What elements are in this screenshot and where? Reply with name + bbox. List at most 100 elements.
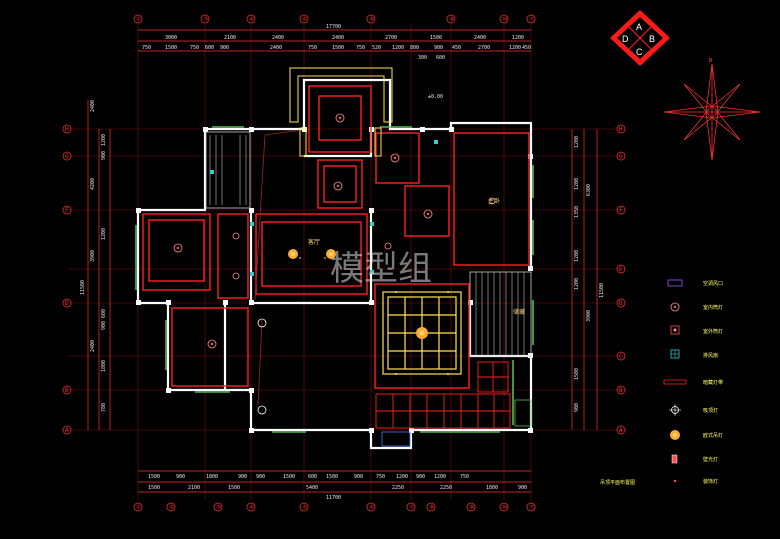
dim-text: 2400 — [474, 35, 486, 41]
legend-label: 暗藏灯带 — [703, 379, 723, 386]
legend-label: 排风扇 — [703, 352, 718, 359]
axis-label: ⑧ — [429, 504, 434, 511]
axis-label: ③ — [216, 504, 221, 511]
dim-text: 900 — [220, 45, 229, 51]
logo-letter: C — [636, 47, 643, 57]
north-label: N — [709, 58, 712, 64]
light-strip-icon — [663, 379, 687, 385]
stair-frame — [205, 131, 251, 209]
logo-letter: A — [636, 22, 642, 32]
legend-label: 室外筒灯 — [703, 328, 723, 335]
dim-text: 2400 — [270, 45, 282, 51]
dim-text: 1500 — [228, 485, 240, 491]
dim-text: 1200 — [574, 178, 580, 190]
bottom-dimension-text: 1500 900 1800 900 900 1500 600 1500 900 … — [148, 474, 527, 501]
dim-text: 1500 — [332, 45, 344, 51]
axis-label: ⑦ — [409, 504, 414, 511]
dim-text: 450 — [452, 45, 461, 51]
dim-text: 750 — [460, 474, 469, 480]
dim-text: 2700 — [478, 45, 490, 51]
dim-text: 600 — [205, 45, 214, 51]
room-label: 主卧 — [488, 197, 500, 205]
legend: 空调风口 室内筒灯 室外筒灯 排风扇 暗藏灯带 吸顶灯 欧式吊灯 壁光灯 装饰灯 — [663, 279, 723, 485]
left-axis-bubbles: H G F D B A — [62, 124, 72, 435]
ceiling-light-icon — [669, 404, 681, 416]
dim-text: 2250 — [392, 485, 404, 491]
axis-label: D — [65, 300, 69, 307]
dim-text: 1500 — [165, 45, 177, 51]
vent-icon — [667, 279, 683, 287]
downlight-icon — [670, 302, 680, 312]
dim-text: 900 — [434, 45, 443, 51]
axis-label: ① — [136, 16, 141, 23]
dim-text: 3900 — [90, 250, 96, 262]
dim-text: 2400 — [90, 340, 96, 352]
dim-text: 1800 — [101, 360, 107, 372]
dim-total: 11500 — [599, 283, 605, 298]
axis-label: F — [619, 207, 623, 214]
door-swing — [381, 431, 411, 447]
dim-text: 4200 — [90, 178, 96, 190]
dim-text: 1200 — [392, 45, 404, 51]
dim-text: 750 — [308, 45, 317, 51]
dim-text: 600 — [308, 474, 317, 480]
axis-label: H — [65, 126, 69, 133]
axis-label: ③ — [203, 16, 208, 23]
dim-text: 1200 — [396, 474, 408, 480]
axis-label: ⑨ — [469, 504, 474, 511]
axis-label: ⑥ — [369, 504, 374, 511]
dim-text: 900 — [518, 485, 527, 491]
dim-text: 900 — [238, 474, 247, 480]
legend-label: 空调风口 — [703, 280, 723, 287]
top-axis-bubbles: ① ③ ④ ⑥ ⑧ ⑨ ⑩ ⑪ — [133, 14, 536, 24]
dim-text: 900 — [354, 474, 363, 480]
axis-label: ⑧ — [369, 16, 374, 23]
dim-text: 5400 — [306, 485, 318, 491]
axis-label: ② — [169, 504, 174, 511]
dim-text: 2400 — [272, 35, 284, 41]
dim-text: 750 — [376, 474, 385, 480]
room-label: 储藏 — [513, 308, 525, 316]
dim-text: 1800 — [206, 474, 218, 480]
dim-text: 1500 — [430, 35, 442, 41]
dim-total: 11500 — [80, 280, 86, 295]
dim-text: 1500 — [148, 485, 160, 491]
porch-ceiling — [375, 361, 511, 429]
dim-text: 1200 — [509, 45, 521, 51]
dim-text: 900 — [256, 474, 265, 480]
axis-label: B — [65, 387, 69, 394]
dim-text: 900 — [416, 474, 425, 480]
dim-text: 2700 — [385, 35, 397, 41]
dim-text: 750 — [190, 45, 199, 51]
right-dimension-text: 1200 1200 1350 1200 1200 3900 1500 900 6… — [574, 136, 605, 412]
legend-label: 壁光灯 — [703, 456, 718, 463]
dim-text: 900 — [101, 321, 107, 330]
watermark: 模型组 — [330, 249, 432, 289]
dim-text: 3000 — [165, 35, 177, 41]
legend-label: 室内筒灯 — [703, 304, 723, 311]
dim-text: 1500 — [326, 474, 338, 480]
dim-text: 1800 — [486, 485, 498, 491]
axis-label: ⑩ — [502, 504, 507, 511]
dim-total: 11700 — [326, 495, 341, 501]
axis-label: ⑩ — [502, 16, 507, 23]
top-dimension-text: 17700 3000 2100 2400 2400 2700 1500 2400… — [142, 24, 531, 61]
dim-text: 750 — [356, 45, 365, 51]
logo-letter: D — [622, 34, 629, 44]
drawing-title: 吊顶平面布置图 — [600, 479, 635, 486]
dim-text: 2400 — [332, 35, 344, 41]
chandelier-icon — [670, 430, 680, 440]
dim-text: 450 — [522, 45, 531, 51]
axis-label: ① — [136, 504, 141, 511]
balcony-frame — [469, 271, 532, 357]
axis-label: ④ — [249, 504, 254, 511]
axis-label: ⑥ — [302, 16, 307, 23]
dim-text: 900 — [101, 151, 107, 160]
axis-label: E — [619, 266, 623, 273]
dim-text: 900 — [176, 474, 185, 480]
axis-label: ④ — [249, 16, 254, 23]
dim-text: 1350 — [574, 206, 580, 218]
legend-label: 欧式吊灯 — [703, 432, 723, 439]
